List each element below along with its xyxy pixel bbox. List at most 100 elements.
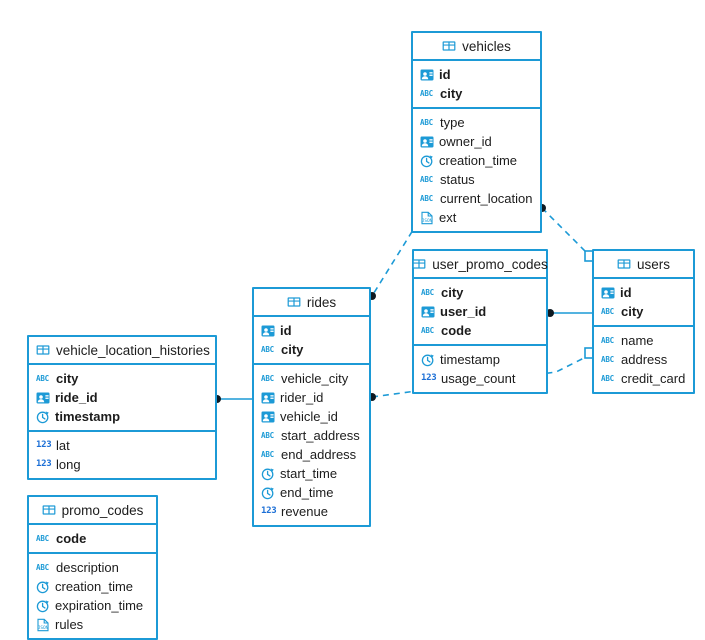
column-label: rules [55,617,84,632]
table-title-label: vehicle_location_histories [56,342,210,358]
primary-key-section: ABC code [29,525,156,552]
table-icon [617,257,631,271]
column-row[interactable]: id [254,321,369,340]
column-label: creation_time [55,579,134,594]
column-row[interactable]: user_id [414,302,546,321]
column-row[interactable]: creation_time [29,577,156,596]
column-label: code [441,323,472,338]
edge-vehicle-location-histories-to-rides[interactable] [213,395,252,403]
column-label: start_time [280,466,338,481]
table-title-label: vehicles [462,38,511,54]
column-row[interactable]: timestamp [29,407,215,426]
num-icon: 123 [36,440,52,450]
key-id-icon [601,286,615,300]
abc-icon: ABC [420,174,433,184]
column-row[interactable]: start_time [254,464,369,483]
column-row[interactable]: id [413,65,540,84]
column-row[interactable]: ABC end_address [254,445,369,464]
column-row[interactable]: end_time [254,483,369,502]
column-row[interactable]: vehicle_id [254,407,369,426]
table-icon [287,295,301,309]
column-row[interactable]: ride_id [29,388,215,407]
column-row[interactable]: owner_id [413,132,540,151]
key-id-icon [261,391,275,405]
key-id-icon [421,305,435,319]
column-label: creation_time [439,153,518,168]
column-label: end_address [281,447,357,462]
table-title-label: user_promo_codes [432,256,548,272]
edge-user-promo-codes-to-users[interactable] [546,309,592,317]
clock-icon [36,599,50,613]
column-row[interactable]: JSON rules [29,615,156,634]
json-icon: JSON [36,618,50,632]
abc-icon: ABC [36,373,49,383]
abc-icon: ABC [261,449,274,459]
column-label: id [280,323,292,338]
abc-icon: ABC [36,533,49,543]
column-row[interactable]: id [594,283,693,302]
clock-icon [36,410,50,424]
column-row[interactable]: creation_time [413,151,540,170]
table-icon [442,39,456,53]
json-icon: JSON [420,211,434,225]
column-label: start_address [281,428,360,443]
column-row[interactable]: expiration_time [29,596,156,615]
column-label: city [621,304,644,319]
column-label: lat [56,438,70,453]
column-label: end_time [280,485,334,500]
column-label: id [620,285,632,300]
abc-icon: ABC [261,373,274,383]
table-icon [42,503,56,517]
column-label: rider_id [280,390,324,405]
column-row[interactable]: ABC code [29,529,156,548]
column-label: credit_card [621,371,686,386]
column-row[interactable]: timestamp [414,350,546,369]
column-label: long [56,457,81,472]
column-label: usage_count [441,371,516,386]
column-label: vehicle_id [280,409,338,424]
abc-icon: ABC [261,344,274,354]
abc-icon: ABC [420,117,433,127]
column-row[interactable]: rider_id [254,388,369,407]
column-label: timestamp [440,352,500,367]
column-label: owner_id [439,134,492,149]
abc-icon: ABC [601,335,614,345]
column-row[interactable]: 123 lat [29,436,215,455]
column-label: ride_id [55,390,98,405]
abc-icon: ABC [36,562,49,572]
column-label: code [56,531,87,546]
